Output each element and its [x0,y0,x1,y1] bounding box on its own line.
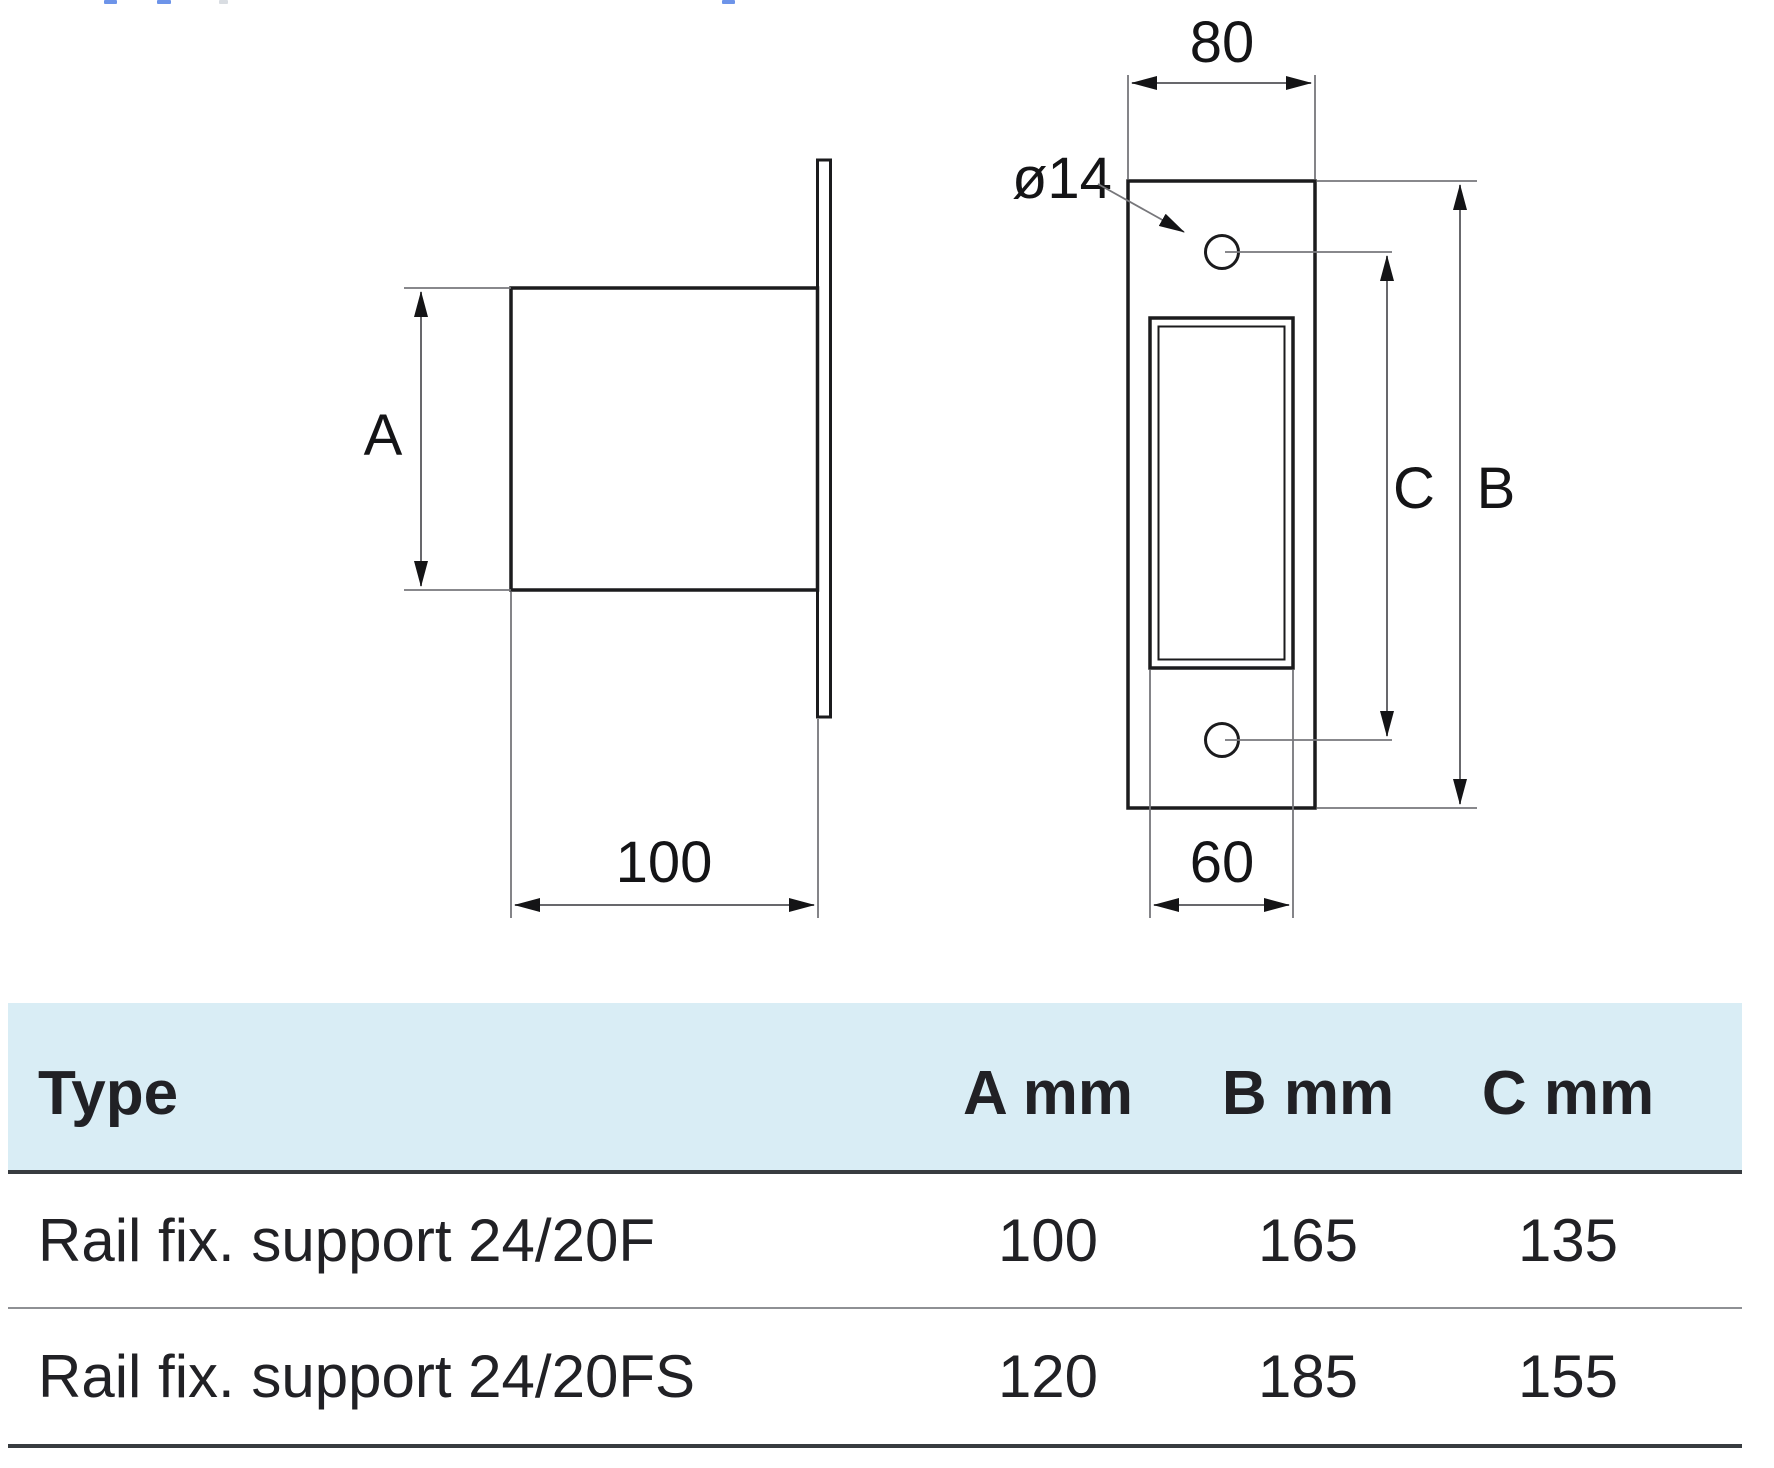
row-b-mm: 185 [1257,1343,1359,1410]
row-b-mm: 165 [1257,1207,1359,1274]
row-type: Rail fix. support 24/20F [38,1207,655,1274]
row-type: Rail fix. support 24/20FS [38,1343,695,1410]
front-view: 80 ø14 C [1012,10,1515,918]
technical-drawing: A 100 80 [364,10,1515,918]
hole-callout: ø14 [1012,146,1185,233]
dimension-100: 100 [510,592,819,918]
row-a-mm: 100 [997,1207,1099,1274]
column-header-c-mm: C mm [1481,1059,1655,1128]
dimension-C-label: C [1393,456,1435,521]
row-c-mm: 135 [1517,1207,1619,1274]
dimension-A-label: A [364,403,403,468]
rail-window-inner [1157,325,1286,661]
spec-table: Type A mm B mm C mm Rail fix. support 24… [8,1003,1742,1448]
hole-diameter-label: ø14 [1012,146,1112,211]
column-header-type: Type [38,1059,179,1128]
side-view-body [509,286,820,592]
dimension-80-label: 80 [1190,10,1255,75]
rail-window-outer [1148,316,1295,670]
dimension-60-label: 60 [1190,830,1255,895]
spec-table-header-row: Type A mm B mm C mm [8,1003,1742,1174]
table-row: Rail fix. support 24/20F 100 165 135 [8,1174,1742,1309]
side-view: A 100 [364,158,832,918]
dimension-60: 60 [1149,670,1294,918]
row-a-mm: 120 [997,1343,1099,1410]
dimension-B: B [1317,180,1516,809]
leader-arrow [1097,183,1185,233]
dimension-100-label: 100 [616,830,713,895]
clipped-heading-fragment [104,0,117,4]
clipped-heading-fragment [722,0,735,4]
side-view-plate [816,158,832,719]
table-row: Rail fix. support 24/20FS 120 185 155 [8,1309,1742,1448]
row-c-mm: 155 [1517,1343,1619,1410]
clipped-heading-fragment [157,0,171,4]
dimension-80: 80 [1127,10,1316,179]
column-header-b-mm: B mm [1221,1059,1395,1128]
dimension-B-label: B [1477,456,1516,521]
dimension-A: A [364,287,511,591]
dimension-C: C [1225,251,1435,741]
column-header-a-mm: A mm [963,1059,1133,1128]
clipped-heading-fragment [219,0,228,4]
